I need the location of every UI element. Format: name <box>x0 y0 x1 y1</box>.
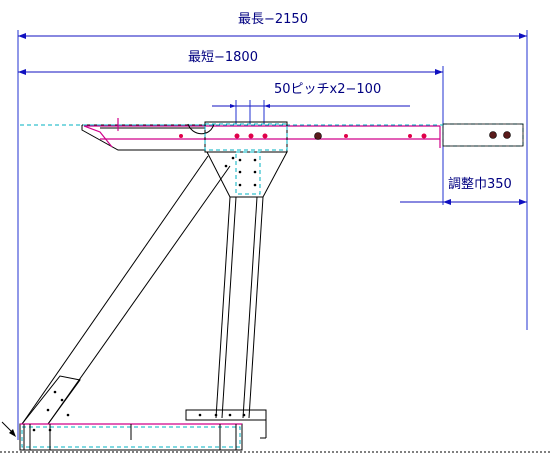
dimension-overall-min: 最短−1800 <box>18 50 444 205</box>
pin-hole-icon <box>489 131 497 139</box>
pin-hole-icon <box>503 131 511 139</box>
overall-max-label: 最長−2150 <box>238 12 308 27</box>
post-foot-plate <box>185 409 267 439</box>
pin-hole-icon <box>234 133 240 139</box>
dimension-adjust-range: 調整巾350 <box>400 177 527 205</box>
dimension-overall-max: 最長−2150 <box>17 12 528 440</box>
overall-min-label: 最短−1800 <box>188 50 258 65</box>
pin-hole-icon <box>314 132 322 140</box>
adjust-range-label: 調整巾350 <box>448 177 512 192</box>
pin-hole-icon <box>179 134 183 138</box>
pin-hole-icon <box>344 134 348 138</box>
gusset-bracket <box>206 151 288 198</box>
telescopic-arm <box>20 118 524 153</box>
pin-hole-icon <box>421 133 427 139</box>
pitch-label: 50ピッチx2−100 <box>274 82 381 97</box>
pin-hole-icon <box>408 134 412 138</box>
base-beam <box>19 423 243 451</box>
pin-hole-icon <box>248 133 254 139</box>
pin-hole-icon <box>262 133 268 139</box>
arm-holes <box>179 131 511 140</box>
ground-reference <box>0 421 551 453</box>
diagonal-brace <box>20 155 231 425</box>
vertical-post <box>215 196 264 419</box>
dimension-pitch: 50ピッチx2−100 <box>212 82 410 124</box>
